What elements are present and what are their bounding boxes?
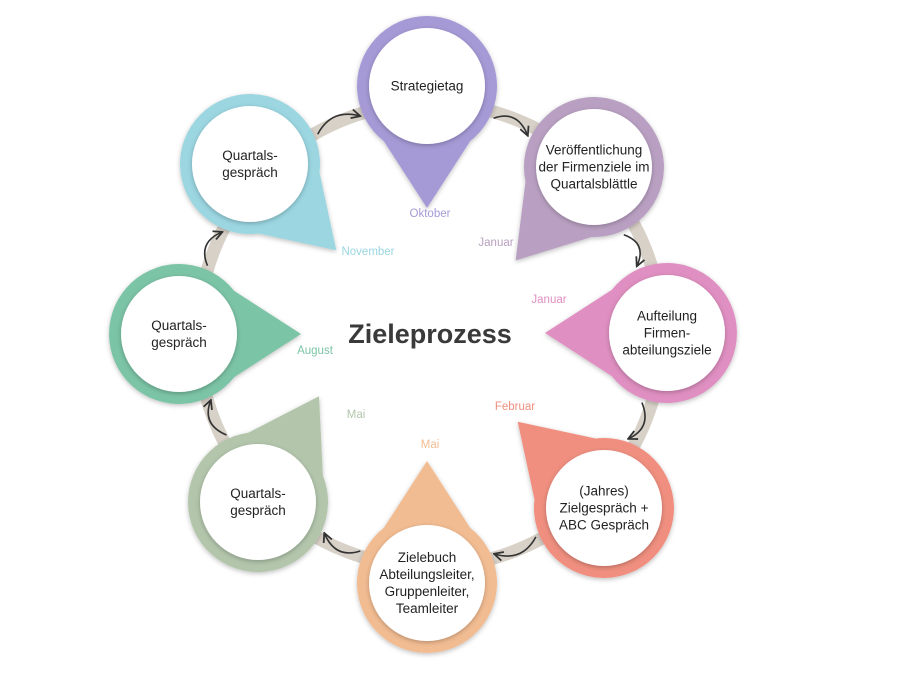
node-label-quartal-august: Quartals-gespräch bbox=[151, 318, 207, 350]
cycle-arrow bbox=[623, 233, 640, 266]
node-aufteilung bbox=[545, 263, 737, 403]
node-zielgespraech bbox=[517, 421, 674, 578]
month-label-quartal-august: August bbox=[297, 345, 334, 357]
node-label-strategietag: Strategietag bbox=[391, 79, 464, 94]
month-label-quartal-november: November bbox=[341, 246, 394, 258]
node-inner-circle bbox=[200, 444, 316, 560]
node-zielebuch bbox=[357, 461, 497, 653]
cycle-arrow bbox=[203, 232, 222, 267]
month-label-strategietag: Oktober bbox=[410, 208, 451, 220]
node-label-quartal-mai: Quartals-gespräch bbox=[230, 486, 286, 518]
node-label-line: Gruppenleiter, bbox=[385, 584, 470, 599]
node-label-line: Strategietag bbox=[391, 79, 464, 94]
cycle-arrow bbox=[325, 534, 361, 554]
cycle-arrow bbox=[208, 401, 227, 436]
cycle-arrow bbox=[493, 115, 528, 135]
node-inner-circle bbox=[546, 450, 662, 566]
month-label-zielebuch: Mai bbox=[421, 439, 440, 451]
node-label-line: Abteilungsleiter, bbox=[379, 567, 474, 582]
month-label-quartal-mai: Mai bbox=[347, 409, 366, 421]
node-label-quartal-november: Quartals-gespräch bbox=[222, 148, 278, 180]
node-label-line: gespräch bbox=[222, 165, 278, 180]
node-inner-circle bbox=[609, 275, 725, 391]
node-label-line: der Firmenziele im bbox=[538, 160, 649, 175]
node-label-line: Teamleiter bbox=[396, 601, 459, 616]
node-strategietag bbox=[357, 16, 497, 208]
node-label-zielgespraech: (Jahres) Zielgespräch + ABC Gespräch bbox=[559, 484, 649, 533]
node-inner-circle bbox=[121, 276, 237, 392]
node-label-line: Quartalsblättle bbox=[550, 177, 637, 192]
node-quartal-mai bbox=[187, 396, 328, 573]
cycle-arrow bbox=[316, 114, 360, 135]
node-label-line: gespräch bbox=[230, 503, 286, 518]
month-label-aufteilung: Januar bbox=[531, 294, 566, 306]
node-label-line: Veröffentlichung bbox=[546, 143, 643, 158]
month-label-zielgespraech: Februar bbox=[495, 401, 535, 413]
node-label-line: Quartals- bbox=[151, 318, 207, 333]
node-inner-circle bbox=[369, 28, 485, 144]
cycle-arrow bbox=[495, 536, 537, 556]
node-label-line: Quartals- bbox=[230, 486, 286, 501]
cycle-arrow bbox=[629, 402, 646, 439]
node-veroeffentlichung bbox=[515, 97, 664, 261]
node-quartal-november bbox=[180, 94, 337, 251]
node-label-line: Quartals- bbox=[222, 148, 278, 163]
node-inner-circle bbox=[192, 106, 308, 222]
node-label-line: Zielgespräch + bbox=[560, 501, 649, 516]
node-inner-circle bbox=[369, 525, 485, 641]
node-label-line: Aufteilung bbox=[637, 309, 697, 324]
month-label-veroeffentlichung: Januar bbox=[478, 237, 513, 249]
node-label-line: gespräch bbox=[151, 335, 207, 350]
node-label-line: Zielebuch bbox=[398, 550, 457, 565]
node-drops bbox=[109, 16, 737, 653]
node-inner-circle bbox=[536, 109, 652, 225]
node-label-line: abteilungsziele bbox=[622, 343, 711, 358]
node-label-veroeffentlichung: Veröffentlichung der Firmenziele im Quarta… bbox=[538, 143, 649, 192]
node-quartal-august bbox=[109, 263, 301, 404]
month-labels: OktoberJanuarJanuarFebruarMaiMaiAugustNo… bbox=[297, 208, 567, 451]
node-label-line: ABC Gespräch bbox=[559, 518, 649, 533]
diagram-title: Zieleprozess bbox=[348, 319, 512, 349]
node-label-line: (Jahres) bbox=[579, 484, 629, 499]
cycle-arrows bbox=[203, 114, 646, 556]
node-label-line: Firmen- bbox=[644, 326, 691, 341]
